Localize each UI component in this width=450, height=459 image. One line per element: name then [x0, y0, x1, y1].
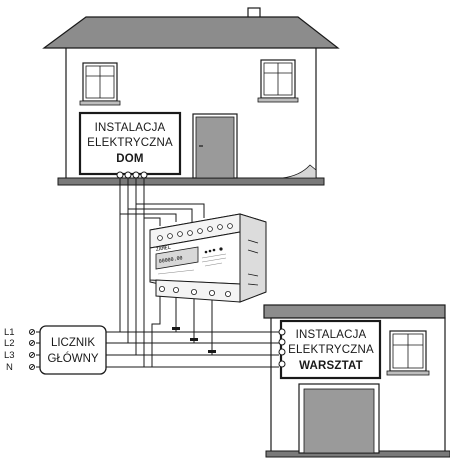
- house-ground: [57, 177, 325, 186]
- house-roof: [42, 16, 340, 49]
- workshop-installation-box: [279, 319, 382, 380]
- wires: [36, 178, 279, 368]
- house-installation-box: [78, 111, 182, 176]
- supply-label-l3: L3: [4, 350, 15, 361]
- main-meter-box: [39, 325, 107, 375]
- workshop-box-line2: ELEKTRYCZNA: [288, 344, 374, 356]
- house-door: [192, 113, 238, 179]
- house-box-line3: DOM: [116, 153, 143, 165]
- workshop-window: [386, 330, 430, 376]
- supply-label-l1: L1: [4, 327, 15, 338]
- house-window-right: [257, 59, 299, 103]
- device-brand: ZAMEL: [155, 245, 171, 253]
- supply-terminals: [28, 328, 36, 371]
- workshop-garage-door: [298, 383, 380, 454]
- workshop: [263, 304, 450, 458]
- supply-label-n: N: [6, 362, 13, 373]
- house-corner-detail: [281, 164, 317, 179]
- house-box-line2: ELEKTRYCZNA: [87, 137, 173, 149]
- main-meter-line1: LICZNIK: [51, 337, 95, 349]
- supply-label-l2: L2: [4, 338, 15, 349]
- house-window-left: [79, 62, 121, 106]
- device-display-value: 00000.00: [158, 255, 183, 265]
- workshop-terminals: [278, 328, 286, 368]
- wire-markers: [172, 327, 216, 353]
- workshop-box-line1: INSTALACJA: [296, 329, 367, 341]
- workshop-box-line3: WARSZTAT: [299, 360, 363, 372]
- main-meter-line2: GŁÓWNY: [47, 352, 98, 365]
- house: [42, 7, 340, 186]
- din-energy-meter: [149, 213, 267, 303]
- house-box-line1: INSTALACJA: [95, 122, 166, 134]
- workshop-roof: [263, 304, 446, 319]
